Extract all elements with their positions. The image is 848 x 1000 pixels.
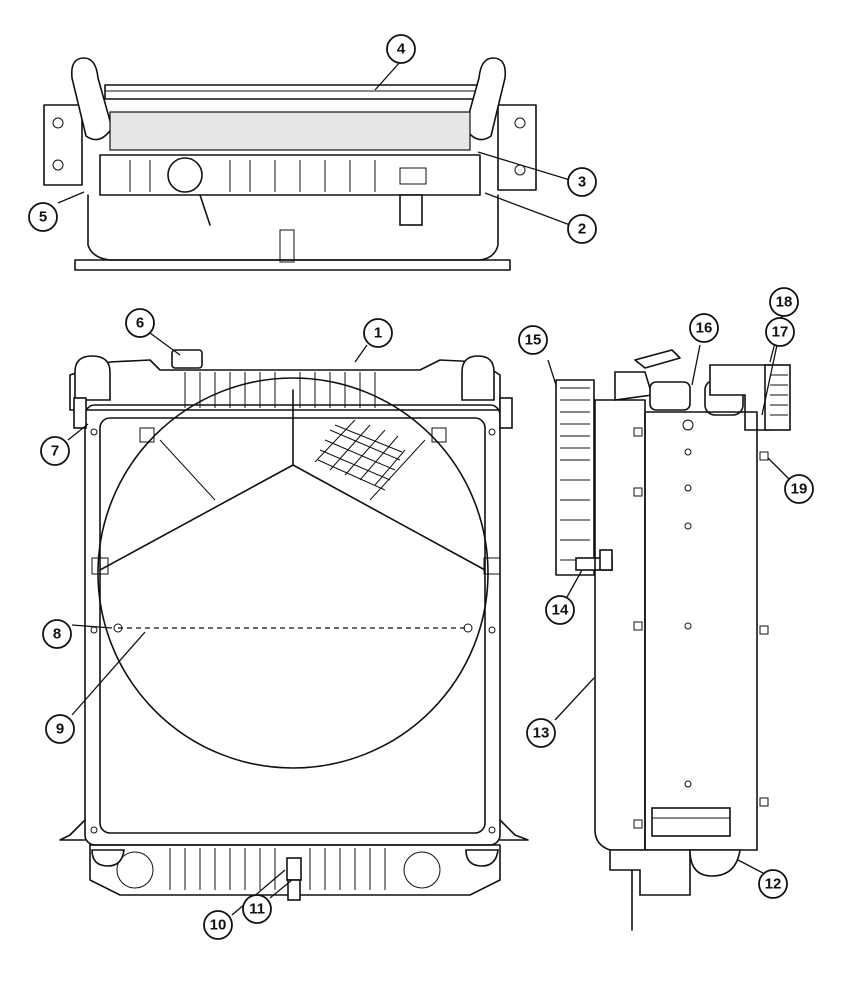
bottom-tank <box>89 844 501 896</box>
svg-text:17: 17 <box>772 324 789 341</box>
callout-1: 1 <box>363 318 393 348</box>
callout-9: 9 <box>45 714 75 744</box>
callout-8: 8 <box>42 619 72 649</box>
callout-10: 10 <box>203 910 233 940</box>
svg-text:12: 12 <box>765 876 782 893</box>
svg-text:14: 14 <box>552 602 569 619</box>
svg-text:6: 6 <box>136 315 144 332</box>
callout-6: 6 <box>125 308 155 338</box>
svg-text:5: 5 <box>39 209 47 226</box>
right-bracket <box>497 104 537 191</box>
callout-15: 15 <box>518 325 548 355</box>
side-view <box>555 349 791 931</box>
radiator-frame <box>84 404 501 846</box>
callout-17: 17 <box>765 317 795 347</box>
label-plate <box>651 807 731 837</box>
upper-tank <box>99 154 481 196</box>
svg-text:4: 4 <box>397 41 406 58</box>
callout-18: 18 <box>769 287 799 317</box>
fan-shroud <box>97 377 489 769</box>
left-hose <box>70 57 113 141</box>
callout-2: 2 <box>567 214 597 244</box>
callout-4: 4 <box>386 34 416 64</box>
svg-text:13: 13 <box>533 725 550 742</box>
callout-3: 3 <box>567 167 597 197</box>
callout-5: 5 <box>28 202 58 232</box>
top-view <box>43 57 537 271</box>
svg-text:15: 15 <box>525 332 542 349</box>
svg-text:16: 16 <box>696 320 713 337</box>
svg-text:2: 2 <box>578 221 586 238</box>
svg-text:1: 1 <box>374 325 382 342</box>
drain-valve <box>286 857 302 881</box>
svg-text:7: 7 <box>51 443 59 460</box>
svg-text:10: 10 <box>210 917 227 934</box>
callout-13: 13 <box>526 718 556 748</box>
svg-text:19: 19 <box>791 481 808 498</box>
callout-19: 19 <box>784 474 814 504</box>
svg-text:9: 9 <box>56 721 64 738</box>
top-bar <box>104 84 481 100</box>
callout-12: 12 <box>758 869 788 899</box>
callout-16: 16 <box>689 313 719 343</box>
top-tank <box>69 359 501 411</box>
radiator-side-panel <box>594 399 646 851</box>
oil-cooler <box>555 379 595 576</box>
filler-cap-top <box>167 157 203 193</box>
callouts: 4 3 2 5 6 1 7 8 9 10 11 15 16 18 17 19 1… <box>28 34 814 940</box>
svg-text:8: 8 <box>53 626 61 643</box>
svg-text:11: 11 <box>249 901 265 918</box>
callout-14: 14 <box>545 595 575 625</box>
front-view <box>59 349 529 901</box>
radiator-side-body <box>644 411 758 851</box>
right-hose <box>464 57 507 141</box>
callout-7: 7 <box>40 436 70 466</box>
callout-11: 11 <box>242 894 272 924</box>
wire-mesh <box>314 419 406 491</box>
svg-text:18: 18 <box>776 294 793 311</box>
svg-text:3: 3 <box>578 174 586 191</box>
radiator-core-top <box>109 111 471 151</box>
left-bracket <box>43 104 83 186</box>
